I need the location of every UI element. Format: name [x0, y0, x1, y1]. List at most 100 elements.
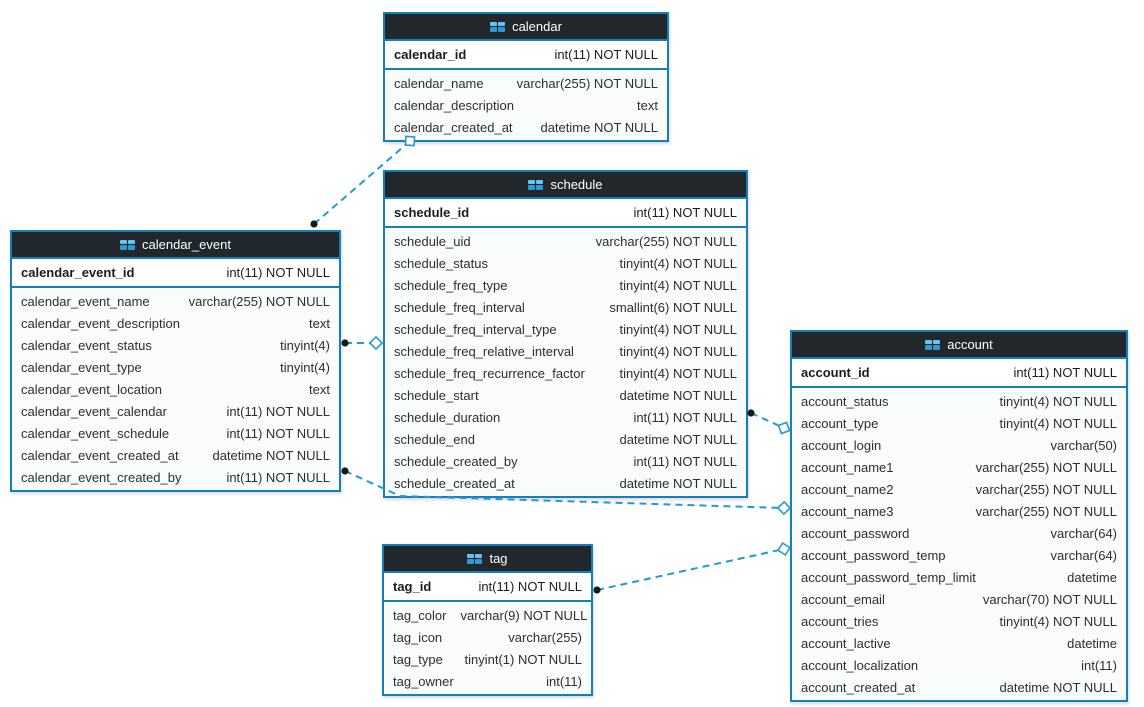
table-account-header[interactable]: account — [792, 332, 1126, 359]
column-name: calendar_event_created_at — [21, 447, 179, 463]
column-row[interactable]: calendar_event_created_at datetime NOT NU… — [12, 444, 339, 466]
table-schedule[interactable]: schedule schedule_id int(11) NOT NULL sc… — [383, 170, 748, 498]
column-type: int(11) NOT NULL — [633, 453, 737, 469]
column-type: int(11) — [546, 673, 582, 689]
column-type: tinyint(4) NOT NULL — [999, 393, 1117, 409]
column-name: account_name3 — [801, 503, 894, 519]
column-name: calendar_description — [394, 97, 514, 113]
column-row[interactable]: calendar_event_calendar int(11) NOT NULL — [12, 400, 339, 422]
pk-row[interactable]: calendar_event_id int(11) NOT NULL — [12, 259, 339, 288]
column-name: schedule_start — [394, 387, 479, 403]
column-name: calendar_event_status — [21, 337, 152, 353]
table-account[interactable]: account account_id int(11) NOT NULL acco… — [790, 330, 1128, 702]
column-type: datetime NOT NULL — [540, 119, 658, 135]
relationship-schedule-to-account[interactable] — [750, 412, 785, 429]
table-title: account — [947, 337, 993, 352]
column-type: int(11) NOT NULL — [633, 409, 737, 425]
relationship-tag-to-account[interactable] — [596, 548, 785, 591]
pk-row[interactable]: tag_id int(11) NOT NULL — [384, 573, 591, 602]
column-type: datetime NOT NULL — [212, 447, 330, 463]
table-calendar-event[interactable]: calendar_event calendar_event_id int(11)… — [10, 230, 341, 492]
pk-row[interactable]: account_id int(11) NOT NULL — [792, 359, 1126, 388]
column-name: schedule_freq_relative_interval — [394, 343, 574, 359]
column-row[interactable]: account_tries tinyint(4) NOT NULL — [792, 610, 1126, 632]
table-calendar-event-header[interactable]: calendar_event — [12, 232, 339, 259]
column-type: datetime — [1067, 635, 1117, 651]
column-type: tinyint(1) NOT NULL — [464, 651, 582, 667]
column-name: account_name2 — [801, 481, 894, 497]
column-type: varchar(70) NOT NULL — [982, 591, 1117, 607]
column-type: text — [309, 315, 330, 331]
column-name: calendar_event_id — [21, 265, 135, 280]
column-name: schedule_freq_interval_type — [394, 321, 557, 337]
column-type: varchar(255) — [508, 629, 582, 645]
relationship-dot-endpoint — [593, 586, 601, 594]
relationship-diamond-endpoint — [776, 541, 792, 557]
column-name: account_tries — [801, 613, 879, 629]
column-name: account_created_at — [801, 679, 916, 695]
column-type: tinyint(4) NOT NULL — [999, 613, 1117, 629]
column-name: calendar_event_calendar — [21, 403, 167, 419]
table-tag-header[interactable]: tag — [384, 546, 591, 573]
column-type: tinyint(4) NOT NULL — [619, 277, 737, 293]
column-type: int(11) NOT NULL — [554, 47, 658, 62]
table-calendar-header[interactable]: calendar — [385, 14, 667, 41]
table-icon — [925, 339, 941, 350]
column-name: account_password_temp — [801, 547, 946, 563]
column-name: tag_color — [393, 607, 447, 623]
relationship-dot-endpoint — [341, 339, 349, 347]
column-type: int(11) NOT NULL — [226, 403, 330, 419]
pk-row[interactable]: schedule_id int(11) NOT NULL — [385, 199, 746, 228]
column-name: calendar_event_name — [21, 293, 150, 309]
table-calendar[interactable]: calendar calendar_id int(11) NOT NULL ca… — [383, 12, 669, 142]
column-name: account_password — [801, 525, 910, 541]
table-icon — [467, 553, 483, 564]
pk-row[interactable]: calendar_id int(11) NOT NULL — [385, 41, 667, 70]
table-schedule-header[interactable]: schedule — [385, 172, 746, 199]
